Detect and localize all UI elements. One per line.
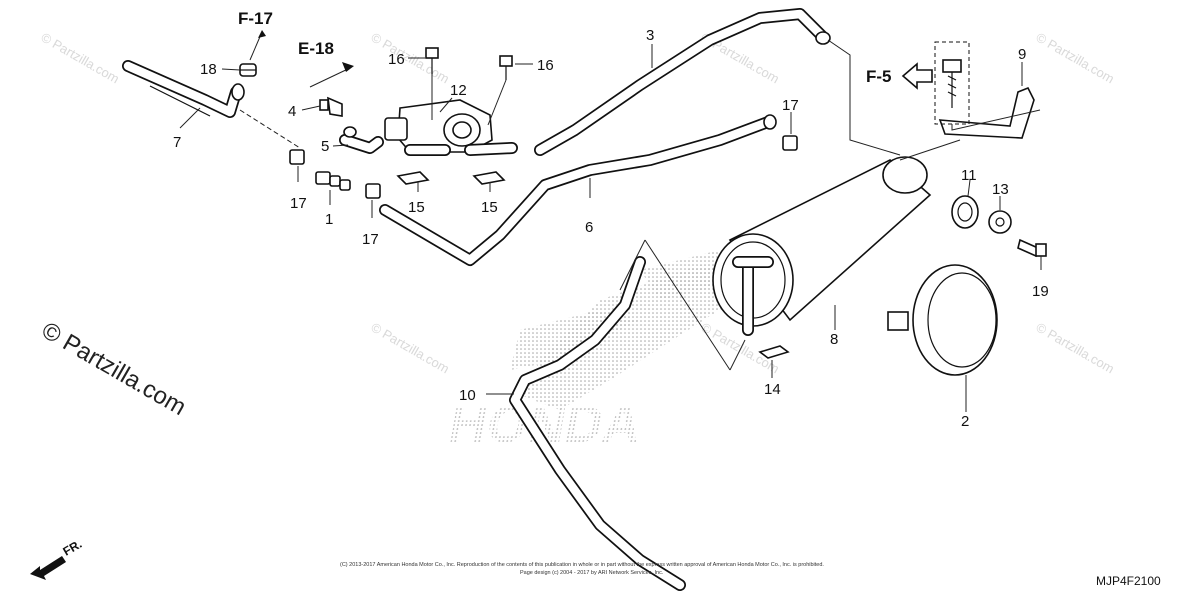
callout-6[interactable]: 6 — [585, 219, 593, 236]
part-13-washer[interactable] — [988, 210, 1012, 234]
watermark-text: © Partzilla.com — [699, 320, 782, 377]
partzilla-watermark: © Partzilla.com — [37, 317, 191, 421]
part-9-bracket[interactable] — [938, 86, 1035, 139]
callout-17c[interactable]: 17 — [782, 97, 799, 114]
front-direction-indicator: FR. — [30, 537, 84, 580]
part-17-clamp-c[interactable] — [782, 135, 798, 151]
callout-12[interactable]: 12 — [450, 82, 467, 99]
part-10-drain-tube[interactable] — [509, 256, 686, 591]
callout-7[interactable]: 7 — [173, 134, 181, 151]
callout-10[interactable]: 10 — [459, 387, 476, 404]
watermark-text: © Partzilla.com — [369, 320, 452, 377]
arrow-icon — [30, 556, 66, 580]
callout-4[interactable]: 4 — [288, 103, 296, 120]
callout-2[interactable]: 2 — [961, 413, 969, 430]
callout-16a[interactable]: 16 — [388, 51, 405, 68]
ref-f5[interactable]: F-5 — [866, 67, 892, 86]
callout-1[interactable]: 1 — [325, 211, 333, 228]
part-1-fitting[interactable] — [315, 171, 351, 191]
callout-15a[interactable]: 15 — [408, 199, 425, 216]
callout-8[interactable]: 8 — [830, 331, 838, 348]
part-17-clamp-b[interactable] — [365, 183, 381, 199]
callout-15b[interactable]: 15 — [481, 199, 498, 216]
arrow-left-icon — [901, 62, 933, 90]
watermark-text: © Partzilla.com — [39, 30, 122, 87]
part-3-hose[interactable] — [534, 8, 831, 156]
part-17-clamp-a[interactable] — [289, 149, 305, 165]
part-16-bolt-b[interactable] — [487, 55, 513, 126]
ref-f17[interactable]: F-17 — [238, 9, 273, 28]
callout-16b[interactable]: 16 — [537, 57, 554, 74]
part-18-clamp[interactable] — [239, 63, 257, 77]
callout-11[interactable]: 11 — [961, 167, 977, 184]
part-5-hose[interactable] — [339, 126, 384, 154]
arrow-icon — [342, 62, 354, 72]
part-4-connector[interactable] — [319, 96, 343, 117]
watermark-text: © Partzilla.com — [1034, 320, 1117, 377]
callout-17b[interactable]: 17 — [362, 231, 379, 248]
part-16-bolt-a[interactable] — [425, 47, 439, 120]
part-6-hose[interactable] — [379, 114, 777, 266]
part-12-solenoid-valve[interactable] — [384, 99, 518, 156]
watermark-text: © Partzilla.com — [1034, 30, 1117, 87]
arrow-icon — [258, 30, 266, 38]
callout-18[interactable]: 18 — [200, 61, 217, 78]
part-19-bolt[interactable] — [1017, 238, 1047, 258]
callout-9[interactable]: 9 — [1018, 46, 1026, 63]
callout-5[interactable]: 5 — [321, 138, 329, 155]
part-7-tube[interactable] — [122, 60, 245, 118]
part-8-canister[interactable] — [712, 156, 932, 336]
part-2-band[interactable] — [887, 264, 998, 376]
callout-17a[interactable]: 17 — [290, 195, 307, 212]
callout-3[interactable]: 3 — [646, 27, 654, 44]
callout-13[interactable]: 13 — [992, 181, 1009, 198]
diagram-code: MJP4F2100 — [1096, 574, 1161, 588]
callout-19[interactable]: 19 — [1032, 283, 1049, 300]
part-15-grommet-a[interactable] — [396, 171, 430, 185]
part-15-grommet-b[interactable] — [472, 171, 506, 185]
part-14-grommet[interactable] — [758, 345, 790, 359]
ref-e18[interactable]: E-18 — [298, 39, 334, 58]
callout-14[interactable]: 14 — [764, 381, 781, 398]
fr-label: FR. — [61, 537, 85, 559]
page-design-notice: Page design (c) 2004 - 2017 by ARI Netwo… — [520, 570, 664, 576]
copyright-notice: (C) 2013-2017 American Honda Motor Co., … — [340, 562, 824, 568]
part-11-rubber-mount[interactable] — [951, 195, 979, 229]
bolt-detail-box — [934, 41, 970, 125]
